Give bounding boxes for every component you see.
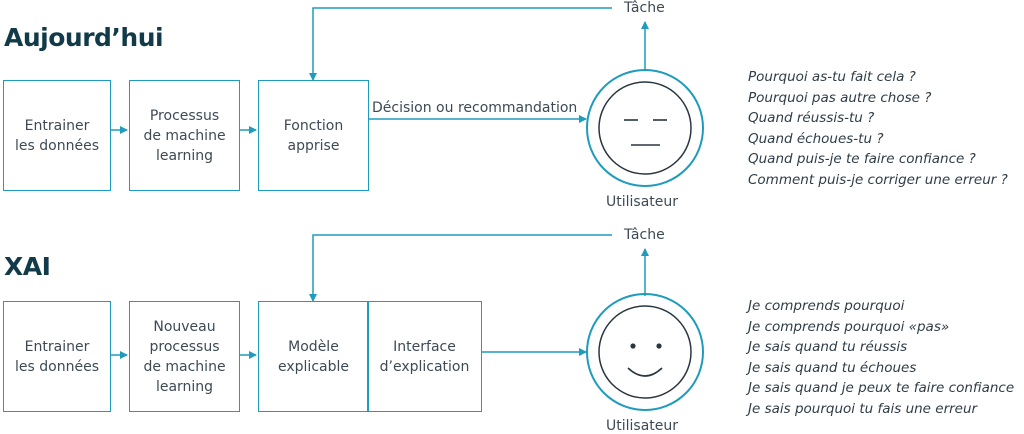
arrow-task-feedback [309,7,612,81]
today-box-train-data: Entrainer les données [3,80,111,191]
today-box-ml-process-label: Processus de machine learning [143,107,226,164]
question-item: Pourquoi pas autre chose ? [748,89,932,106]
xai-box-explanation-interface: Interface d’explication [367,301,482,412]
statement-item: Je sais quand tu réussis [748,339,908,356]
xai-box-explanation-interface-label: Interface d’explication [379,338,470,375]
question-item: Quand réussis-tu ? [748,110,875,127]
today-heading: Aujourd’hui [4,23,164,52]
today-box-train-data-label: Entrainer les données [15,117,99,154]
statement-item: Je sais quand je peux te faire confiance [748,380,1015,397]
today-box-ml-process: Processus de machine learning [129,80,240,191]
question-item: Pourquoi as-tu fait cela ? [748,69,916,85]
smiling-face-icon [586,293,704,411]
neutral-face-icon [586,69,704,187]
xai-task-label: Tâche [624,227,665,243]
today-questions: Pourquoi as-tu fait cela ? Pourquoi pas … [748,67,1008,191]
xai-user-label: Utilisateur [606,418,679,434]
statement-item: Je comprends pourquoi [748,298,905,314]
xai-box-train-data: Entrainer les données [3,301,111,412]
xai-statements: Je comprends pourquoi Je comprends pourq… [748,296,1014,420]
xai-box-train-data-label: Entrainer les données [15,338,99,375]
decision-label: Décision ou recommandation [372,100,578,116]
xai-box-new-ml-process-label: Nouveau processus de machine learning [143,318,226,395]
xai-box-explainable-model-label: Modèle explicable [278,338,349,375]
xai-box-explainable-model: Modèle explicable [258,301,369,412]
today-user-label: Utilisateur [606,194,679,210]
today-box-learned-function: Fonction apprise [258,80,369,191]
question-item: Quand échoues-tu ? [748,130,884,147]
arrow-xai-task-feedback [309,234,612,302]
question-item: Comment puis-je corriger une erreur ? [748,171,1008,188]
today-box-learned-function-label: Fonction apprise [283,117,344,154]
question-item: Quand puis-je te faire confiance ? [748,151,976,168]
statement-item: Je comprends pourquoi «pas» [748,318,950,335]
xai-heading: XAI [4,252,51,281]
statement-item: Je sais quand tu échoues [748,359,917,376]
xai-box-new-ml-process: Nouveau processus de machine learning [129,301,240,412]
today-task-label: Tâche [624,0,665,16]
statement-item: Je sais pourquoi tu fais une erreur [748,400,978,417]
